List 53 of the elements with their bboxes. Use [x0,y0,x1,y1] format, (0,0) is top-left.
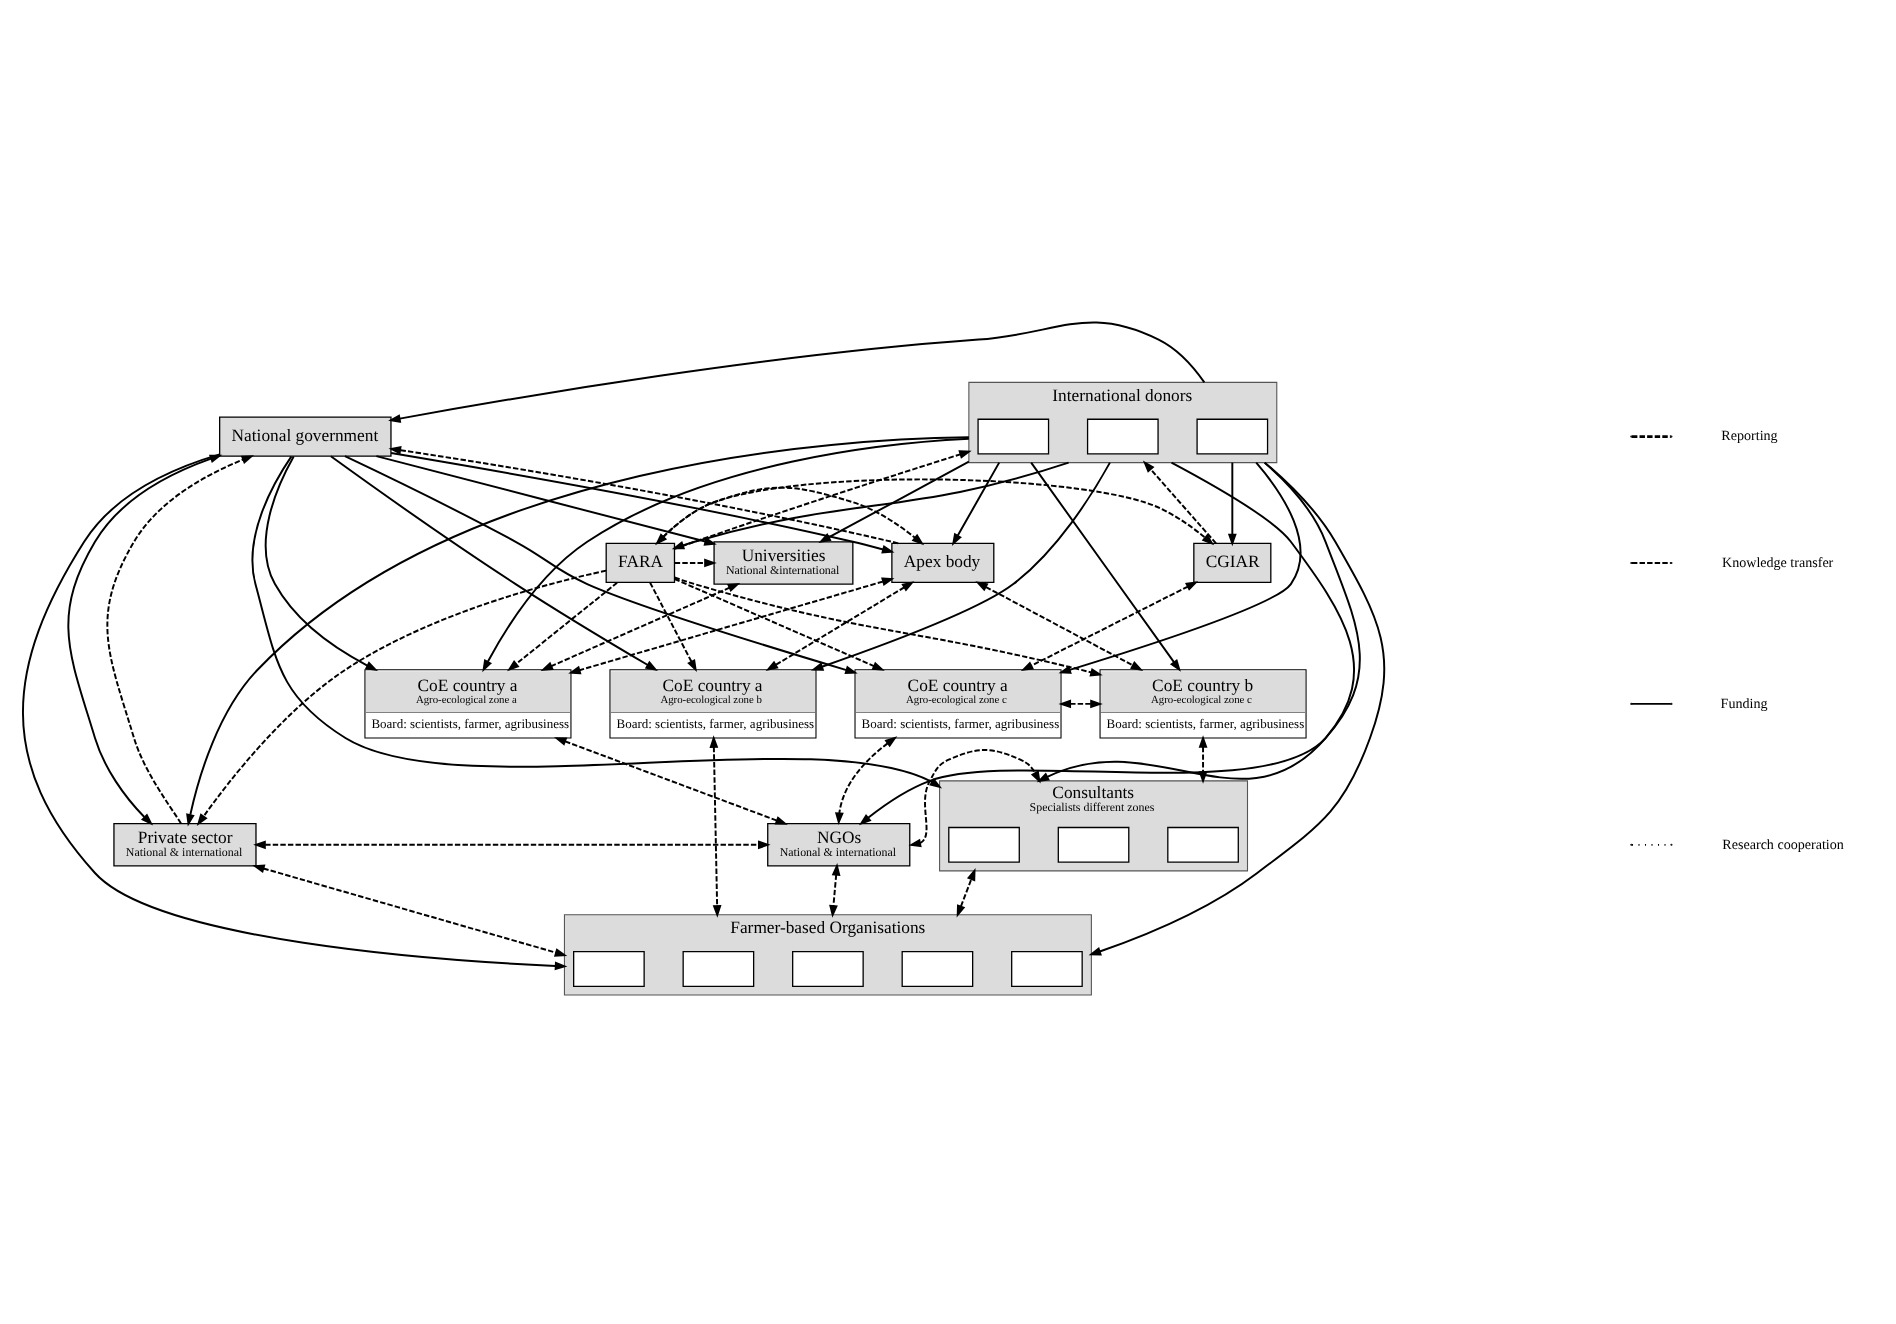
arrow [709,734,722,917]
arrow [956,867,976,917]
arrow [1030,460,1181,671]
node-box [1086,417,1159,454]
arrow [507,580,619,671]
arrow [251,454,943,788]
node-box [682,949,755,986]
arrow [388,320,1206,422]
node-box [1057,825,1130,862]
arrow [908,747,1041,847]
arrow [1058,460,1302,673]
arrow [1058,698,1103,708]
arrow [1036,460,1355,782]
arrow [673,575,1103,676]
arrow [186,435,970,826]
arrow [673,557,717,567]
node-box [1196,417,1269,454]
arrow [1088,460,1386,955]
cluster: Farmer-based Organisations [563,913,1092,995]
arrow [835,735,898,824]
node-box: CGIAR [1193,541,1272,583]
arrow [540,582,741,670]
arrow [1142,459,1217,544]
node-box [573,949,645,986]
node-box [1167,825,1239,862]
arrow [329,454,658,670]
arrow [482,436,970,672]
arrow [1020,580,1199,671]
arrow [649,580,697,672]
arrow [765,580,915,671]
arrow [1198,734,1208,783]
node-box [792,949,864,986]
node-box: Apex body [891,541,995,583]
arrow [253,839,771,849]
arrow [810,460,1111,670]
arrow [975,580,1144,670]
arrow [829,862,841,917]
arrow [568,576,895,674]
arrow [1227,460,1237,546]
cluster: International donors [968,380,1278,463]
arrow [252,863,568,956]
arrow [673,577,885,670]
arrow [951,460,1001,545]
arrow [264,454,378,670]
arrow [554,736,788,824]
arrow [818,459,970,542]
arrow [196,568,608,826]
node-box [1011,949,1083,986]
node-box [948,825,1020,862]
node-box [977,417,1050,454]
node-box: FARA [605,541,676,583]
node-box [901,949,974,986]
node-box: National government [219,415,392,456]
